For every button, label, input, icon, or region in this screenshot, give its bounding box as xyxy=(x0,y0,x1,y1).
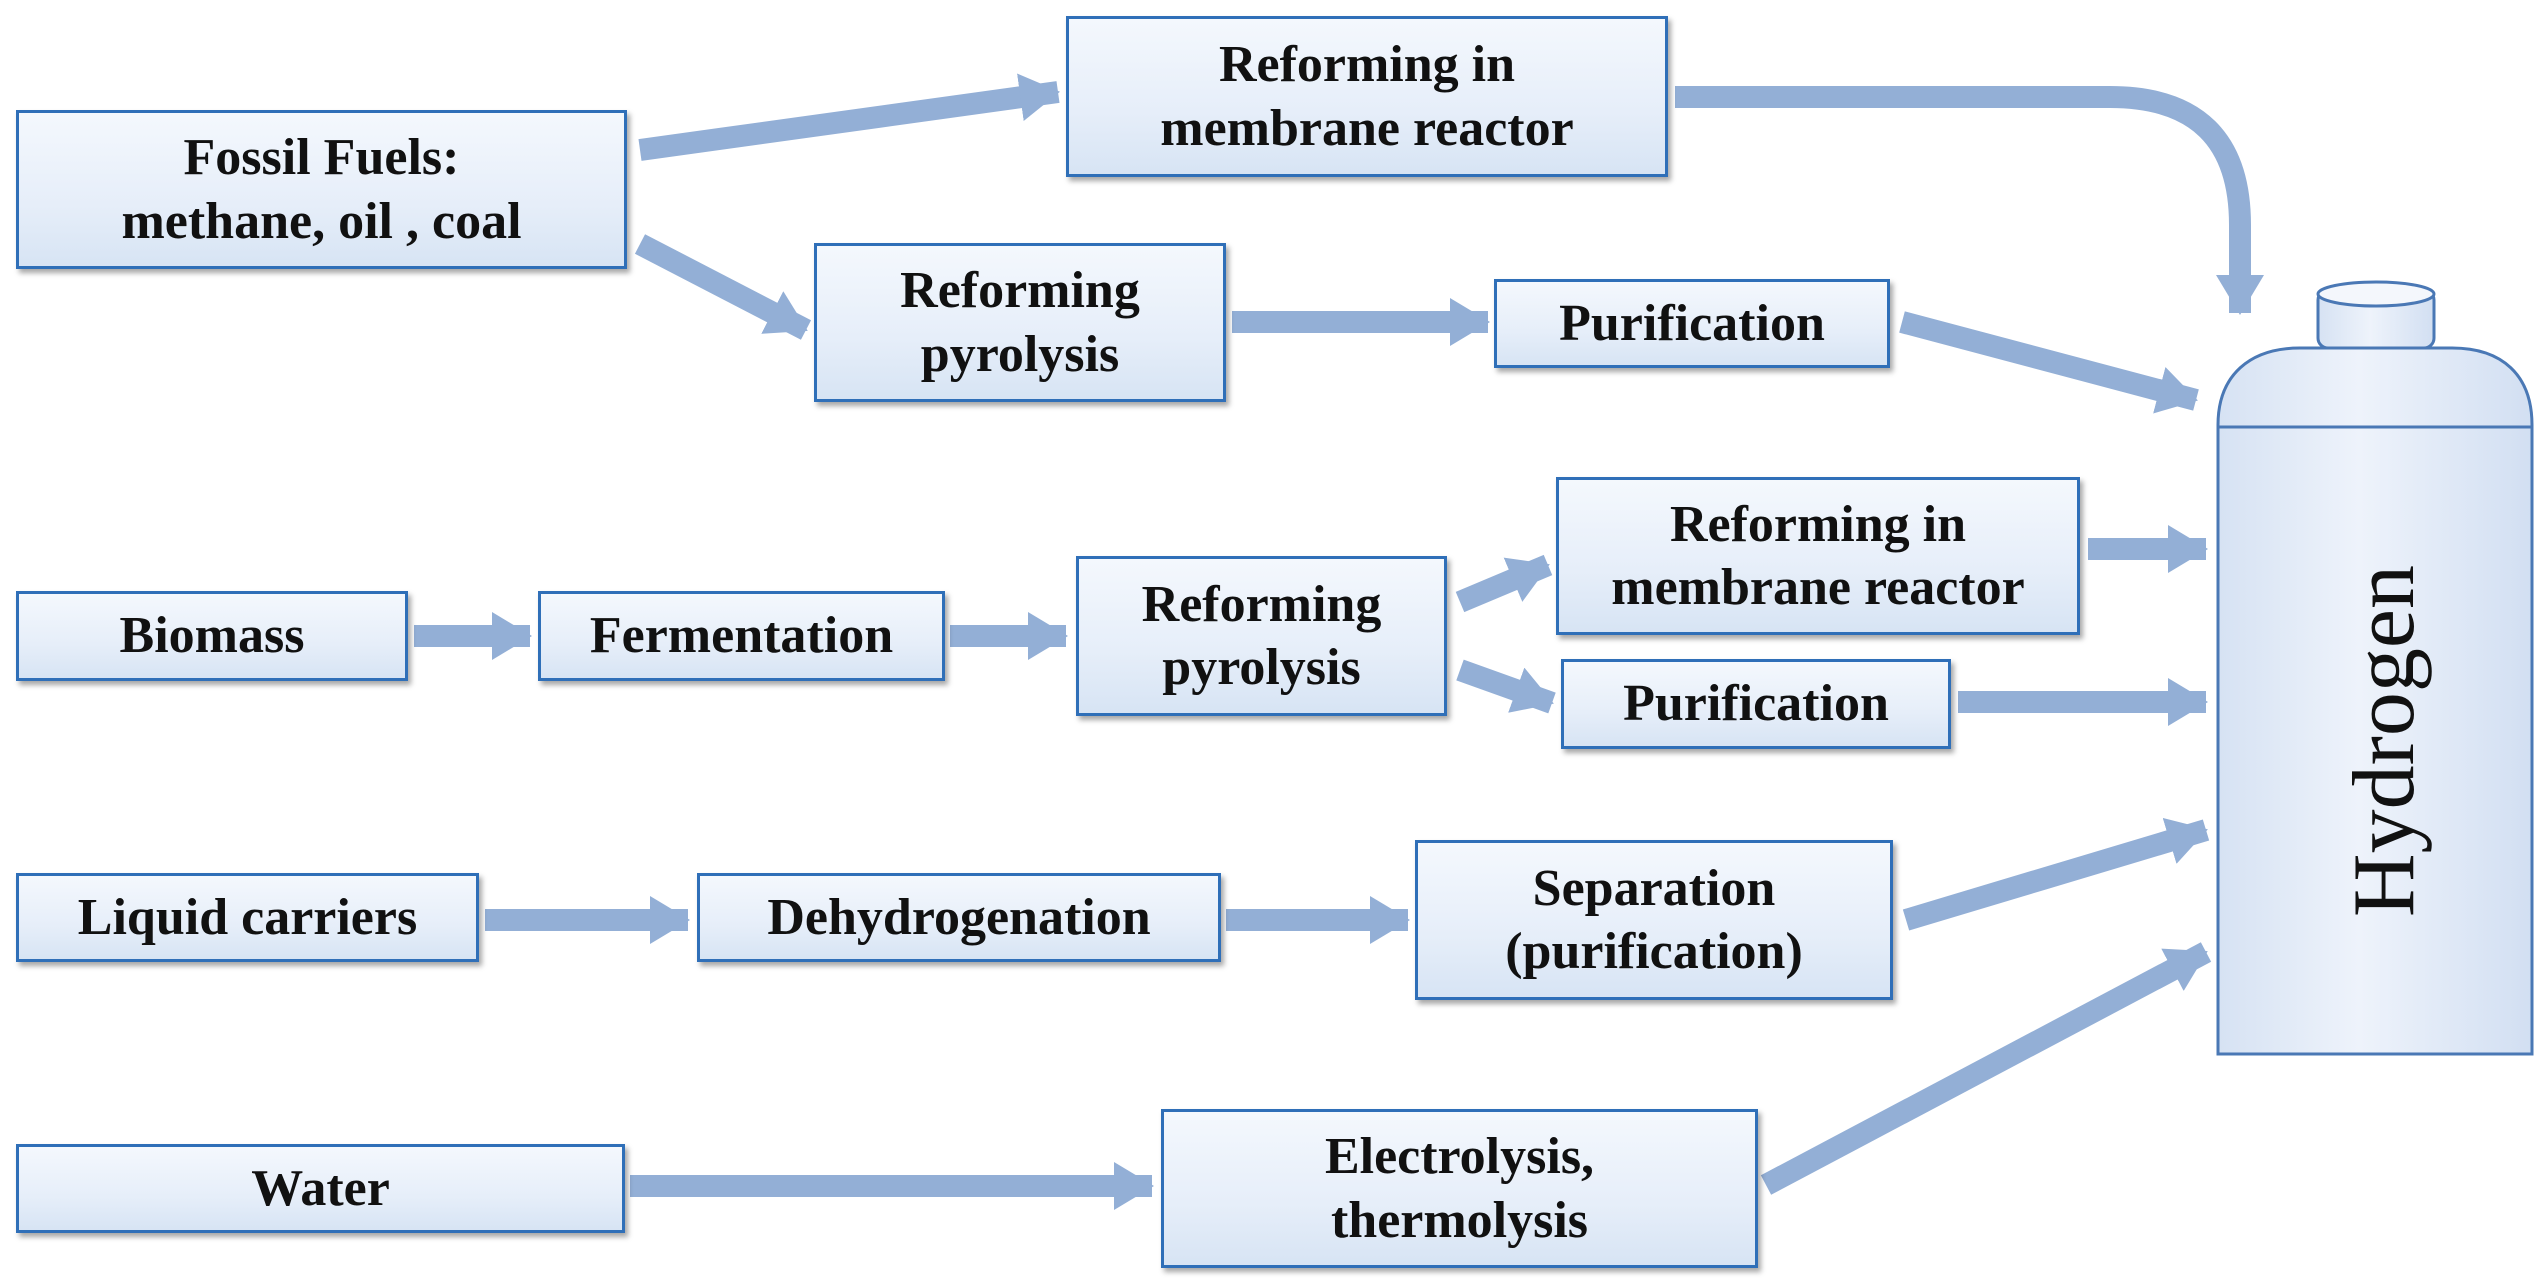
arrows xyxy=(414,73,2264,1210)
reforming-membrane-node-1: Reforming in membrane reactor xyxy=(1066,16,1668,177)
electrolysis-line1: Electrolysis, xyxy=(1324,1128,1595,1186)
reforming-pyrolysis-2-line2: pyrolysis xyxy=(1162,639,1361,696)
arrow-fossil-to-membrane xyxy=(638,73,1060,161)
arrow-pyrolysis2-to-purification xyxy=(1456,659,1556,714)
separation-line2: (purification) xyxy=(1505,923,1803,980)
reforming-pyrolysis-node-1: Reforming pyrolysis xyxy=(814,243,1226,402)
biomass-node: Biomass xyxy=(16,591,408,681)
water-node: Water xyxy=(16,1144,625,1233)
reforming-membrane-1-line2: membrane reactor xyxy=(1160,99,1574,157)
arrow-membrane-to-hydrogen xyxy=(1675,86,2264,315)
dehydrogenation-node: Dehydrogenation xyxy=(697,873,1221,962)
reforming-membrane-node-2: Reforming in membrane reactor xyxy=(1556,477,2080,635)
arrow-pyrolysis2-to-membrane xyxy=(1455,554,1553,613)
arrow-electrolysis-to-hydrogen xyxy=(1760,942,2212,1195)
reforming-membrane-1-line1: Reforming in xyxy=(1218,36,1516,94)
separation-node: Separation (purification) xyxy=(1415,840,1893,1000)
arrow-fossil-to-pyrolysis xyxy=(634,234,812,340)
arrow-separation-to-hydrogen xyxy=(1902,817,2210,931)
reforming-pyrolysis-2-line1: Reforming xyxy=(1141,575,1382,633)
hydrogen-tank: Hydrogen xyxy=(2216,280,2534,1056)
separation-line1: Separation xyxy=(1532,859,1776,917)
fossil-fuels-subtitle: methane, oil , coal xyxy=(121,192,522,250)
electrolysis-line2: thermolysis xyxy=(1330,1191,1589,1249)
reforming-membrane-2-line1: Reforming in xyxy=(1669,495,1967,553)
fermentation-label: Fermentation xyxy=(589,607,894,665)
purification-2-label: Purification xyxy=(1623,675,1889,733)
fossil-fuels-title: Fossil Fuels: xyxy=(183,129,460,187)
electrolysis-node: Electrolysis, thermolysis xyxy=(1161,1109,1758,1268)
reforming-pyrolysis-1-line2: pyrolysis xyxy=(920,325,1120,383)
fermentation-node: Fermentation xyxy=(538,591,945,681)
reforming-membrane-2-line2: membrane reactor xyxy=(1611,559,2025,616)
fossil-fuels-node: Fossil Fuels: methane, oil , coal xyxy=(16,110,627,269)
tank-cap-top xyxy=(2316,280,2436,308)
arrow-purification-to-hydrogen xyxy=(1899,311,2199,414)
liquid-carriers-label: Liquid carriers xyxy=(77,888,418,946)
tank-body xyxy=(2216,346,2534,1056)
biomass-label: Biomass xyxy=(119,607,305,665)
purification-node-1: Purification xyxy=(1494,279,1890,368)
reforming-pyrolysis-1-line1: Reforming xyxy=(900,262,1140,320)
hydrogen-label: Hydrogen xyxy=(2336,565,2433,917)
purification-1-label: Purification xyxy=(1559,294,1825,352)
reforming-pyrolysis-node-2: Reforming pyrolysis xyxy=(1076,556,1447,716)
purification-node-2: Purification xyxy=(1561,659,1951,749)
water-label: Water xyxy=(251,1159,390,1217)
liquid-carriers-node: Liquid carriers xyxy=(16,873,479,962)
dehydrogenation-label: Dehydrogenation xyxy=(767,888,1151,946)
